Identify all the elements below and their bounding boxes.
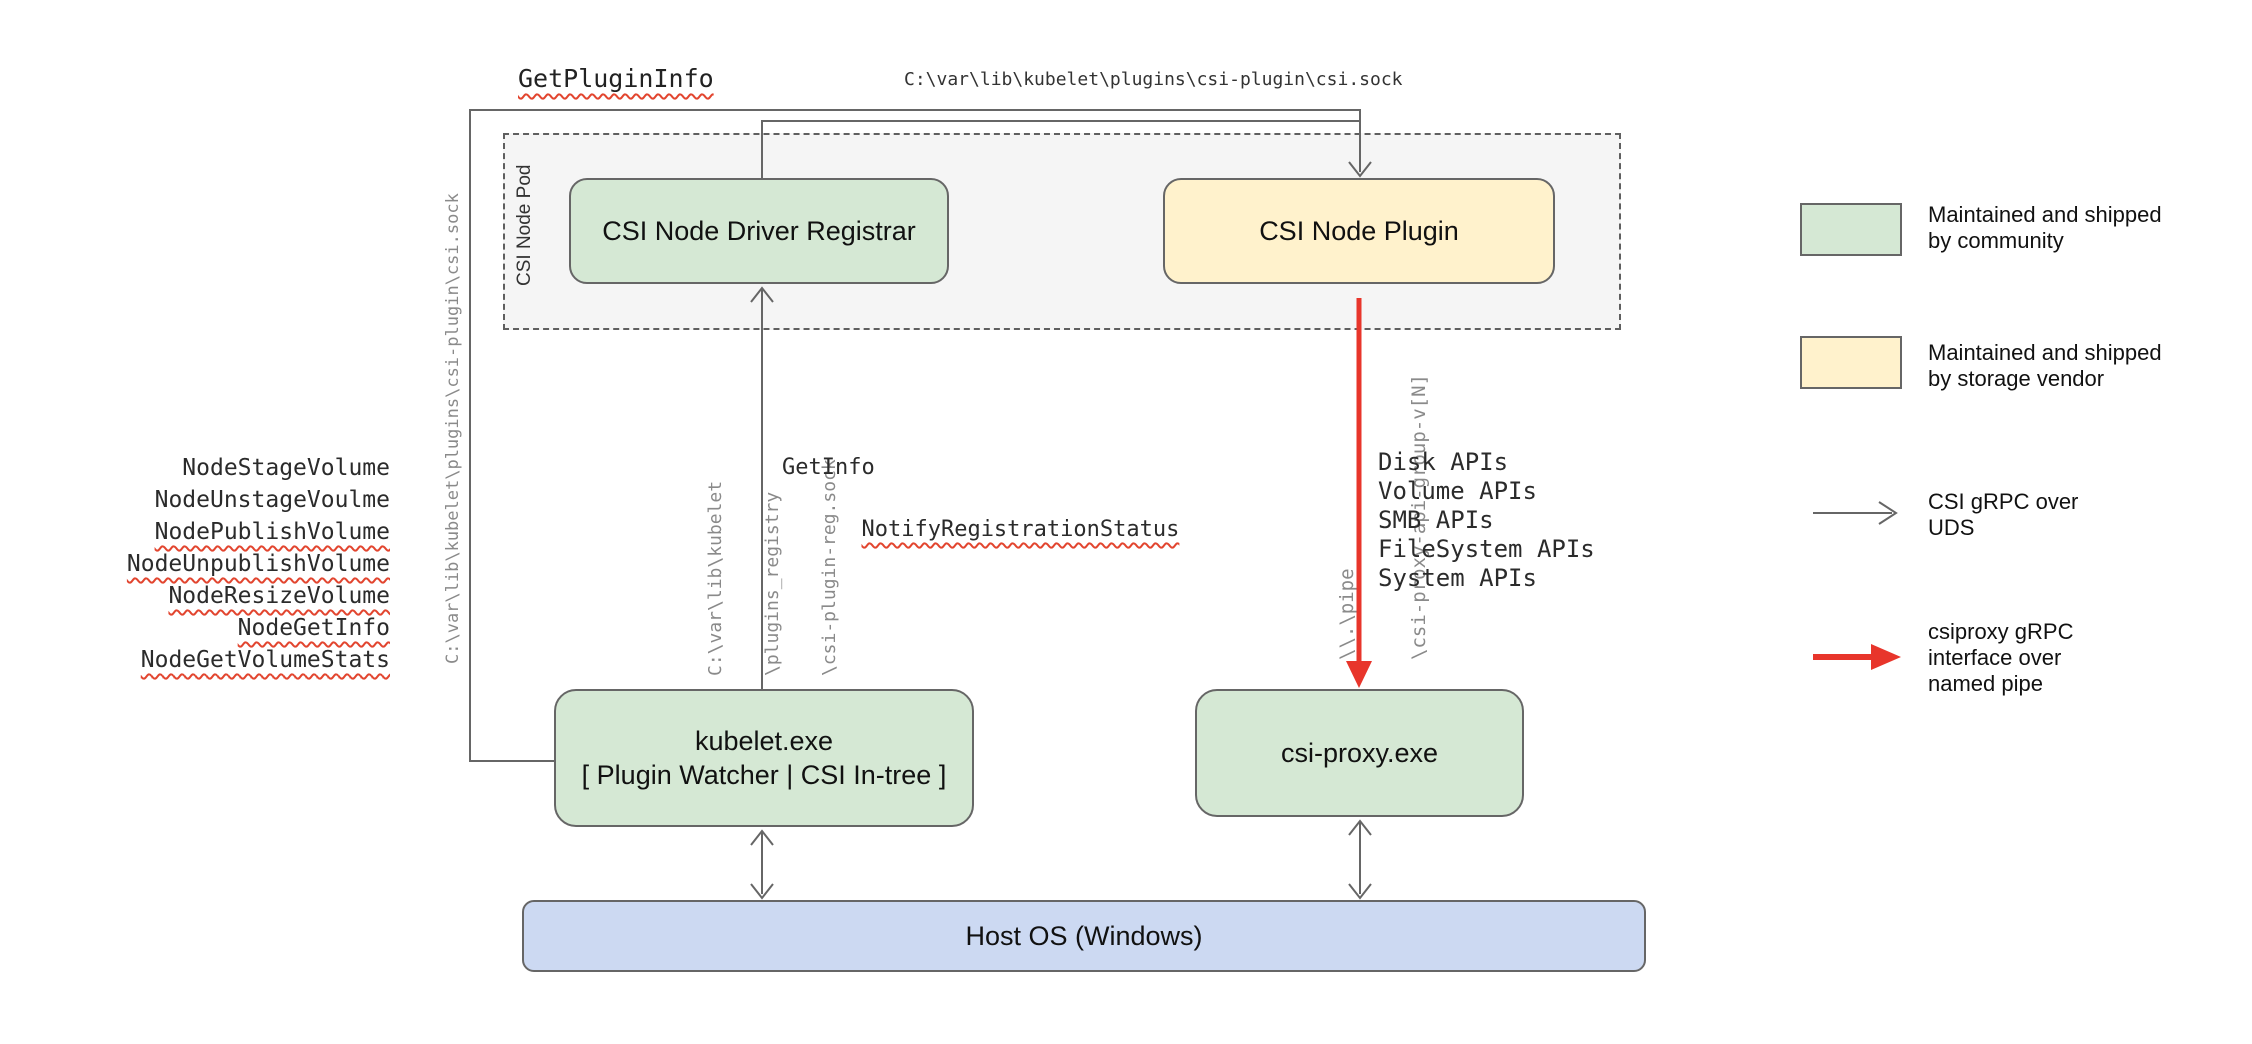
node-rpc-item: NodeStageVolume <box>182 455 390 481</box>
csi-node-plugin-box: CSI Node Plugin <box>1163 178 1555 284</box>
proxy-hostos-down-arrowhead <box>1348 883 1372 900</box>
csi-proxy-label: csi-proxy.exe <box>1280 738 1439 768</box>
kubelet-hostos-down-arrowhead <box>750 883 774 900</box>
host-os-box: Host OS (Windows) <box>522 900 1646 972</box>
legend-community-swatch <box>1800 203 1902 256</box>
kubelet-hostos-up-arrowhead <box>750 829 774 846</box>
api-group-item: Volume APIs <box>1378 477 1537 505</box>
kubelet-box: kubelet.exe [ Plugin Watcher | CSI In-tr… <box>554 689 974 827</box>
legend-uds-label: CSI gRPC over UDS <box>1928 489 2079 540</box>
proxy-red-arrowhead <box>1346 661 1372 688</box>
api-group-item: Disk APIs <box>1378 448 1509 476</box>
plugin-label: CSI Node Plugin <box>1259 216 1459 246</box>
legend-community-label: Maintained and shipped by community <box>1928 202 2162 253</box>
legend-vendor-swatch <box>1800 336 1902 389</box>
node-rpc-item: NodeResizeVolume <box>168 583 390 609</box>
kubelet-label-line1: kubelet.exe <box>694 726 834 756</box>
registration-sock-line: \plugins_registry <box>762 491 783 676</box>
registrar-rpc-list: GetInfo NotifyRegistrationStatus <box>782 452 1179 576</box>
registrar-label: CSI Node Driver Registrar <box>602 216 916 246</box>
proxy-hostos-up-arrowhead <box>1348 819 1372 836</box>
api-group-item: FileSystem APIs <box>1378 535 1595 563</box>
node-rpc-item: NodeGetVolumeStats <box>140 647 390 673</box>
get-plugin-info-label: GetPluginInfo <box>518 64 714 93</box>
host-os-label: Host OS (Windows) <box>965 921 1203 951</box>
node-rpc-item: NodeUnpublishVolume <box>126 551 390 577</box>
legend-uds-arrowhead <box>1878 501 1898 525</box>
legend-pipe-label: csiproxy gRPC interface over named pipe <box>1928 619 2074 696</box>
api-group-item: SMB APIs <box>1378 506 1494 534</box>
registration-sock-line: C:\var\lib\kubelet <box>705 480 726 676</box>
node-rpc-item: NodeUnstageVoulme <box>154 487 390 513</box>
notify-registration-status-label: NotifyRegistrationStatus <box>861 517 1180 542</box>
api-group-item: System APIs <box>1378 564 1537 592</box>
kubelet-label-line2: [ Plugin Watcher | CSI In-tree ] <box>581 760 947 790</box>
csi-node-pod-label: CSI Node Pod <box>514 164 535 286</box>
csi-proxy-box: csi-proxy.exe <box>1195 689 1524 817</box>
csi-sock-path-left-label: C:\var\lib\kubelet\plugins\csi-plugin\cs… <box>443 193 463 664</box>
node-rpc-list: NodeStageVolume NodeUnstageVoulme NodePu… <box>60 452 390 676</box>
csi-node-driver-registrar-box: CSI Node Driver Registrar <box>569 178 949 284</box>
legend-pipe-arrowhead <box>1871 644 1901 670</box>
node-rpc-item: NodePublishVolume <box>154 519 390 545</box>
legend-vendor-label: Maintained and shipped by storage vendor <box>1928 340 2162 391</box>
proxy-api-group-list: Disk APIs Volume APIs SMB APIs FileSyste… <box>1378 448 1595 593</box>
node-rpc-item: NodeGetInfo <box>237 615 390 641</box>
named-pipe-line: \\.\pipe <box>1336 568 1358 660</box>
get-info-label: GetInfo <box>782 455 875 480</box>
csi-sock-path-top-label: C:\var\lib\kubelet\plugins\csi-plugin\cs… <box>904 69 1403 90</box>
